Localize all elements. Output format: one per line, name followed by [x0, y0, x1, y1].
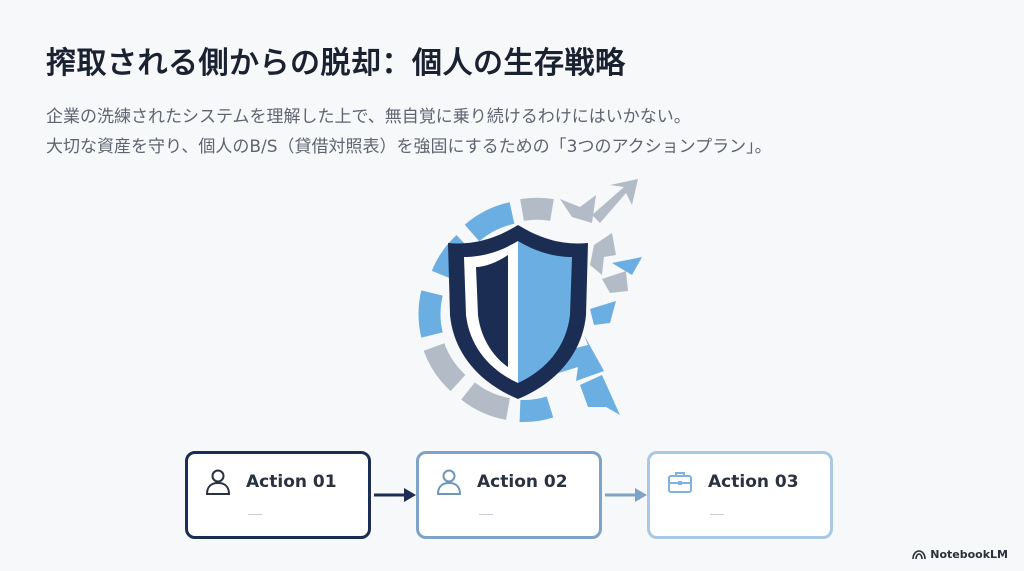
notebooklm-brand: NotebookLM: [912, 548, 1008, 561]
action-card-1: Action 01: [185, 451, 371, 539]
briefcase-icon: [668, 472, 692, 493]
action-card-2: Action 02: [416, 451, 602, 539]
placeholder-line: [479, 514, 493, 515]
page-title: 搾取される側からの脱却：個人の生存戦略: [46, 46, 626, 81]
notebooklm-logo-icon: [912, 549, 927, 559]
action-label-1: Action 01: [246, 472, 337, 492]
subtitle: 企業の洗練されたシステムを理解した上で、無自覚に乗り続けるわけにはいかない。 大…: [46, 102, 772, 162]
action-card-3: Action 03: [647, 451, 833, 539]
arrow-1-to-2: [374, 488, 416, 502]
brand-name: NotebookLM: [930, 548, 1008, 561]
outward-arrows-icon: [552, 179, 642, 415]
person-icon: [436, 469, 462, 495]
arrow-2-to-3: [605, 488, 647, 502]
action-label-3: Action 03: [708, 472, 799, 492]
shield-icon: [448, 225, 588, 399]
shield-cycle-graphic: [418, 179, 642, 423]
placeholder-line: [248, 514, 262, 515]
subtitle-line-2: 大切な資産を守り、個人のB/S（貸借対照表）を強固にするための「3つのアクション…: [46, 137, 772, 157]
action-label-2: Action 02: [477, 472, 568, 492]
subtitle-line-1: 企業の洗練されたシステムを理解した上で、無自覚に乗り続けるわけにはいかない。: [46, 107, 691, 127]
placeholder-line: [710, 514, 724, 515]
person-icon: [205, 469, 231, 495]
